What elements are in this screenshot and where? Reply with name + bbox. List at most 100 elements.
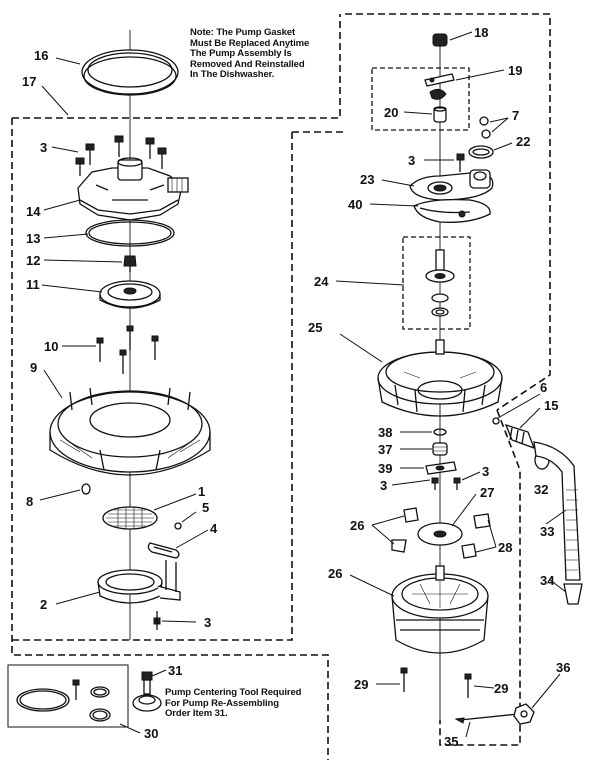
assembly-boundary-lines xyxy=(7,13,551,760)
callout-26-clips: 26 xyxy=(350,518,364,533)
part-16-pump-gasket xyxy=(81,49,179,96)
gasket-note-line-2: Must Be Replaced Anytime xyxy=(190,37,310,49)
left-assembly-outline xyxy=(11,14,341,760)
part-18-cap xyxy=(432,33,448,47)
callout-38: 38 xyxy=(378,425,392,440)
callout-1: 1 xyxy=(198,484,205,499)
callout-5: 5 xyxy=(202,500,209,515)
callout-30: 30 xyxy=(144,726,158,741)
tool-note-line-3: Order Item 31. xyxy=(165,708,228,719)
callout-20: 20 xyxy=(384,105,398,120)
callout-18: 18 xyxy=(474,25,488,40)
part-24-shaft-assembly xyxy=(425,249,455,317)
part-3-screw-bottom xyxy=(153,611,161,630)
part-8-grommet xyxy=(81,483,91,495)
kit-30-box xyxy=(7,664,129,728)
part-36-nut xyxy=(513,703,535,725)
callout-40: 40 xyxy=(348,197,362,212)
gasket-note-line-1: Note: The Pump Gasket xyxy=(190,27,296,38)
kit-24-box xyxy=(402,236,471,330)
part-11-impeller xyxy=(99,280,161,309)
callout-24: 24 xyxy=(314,274,329,289)
part-25-sump xyxy=(377,339,503,417)
callout-31: 31 xyxy=(168,663,182,678)
callout-16: 16 xyxy=(34,48,48,63)
callout-19: 19 xyxy=(508,63,522,78)
part-19-kit xyxy=(424,73,455,100)
part-22-ring xyxy=(468,145,494,159)
right-assembly-outline xyxy=(12,13,551,641)
part-12-nut xyxy=(123,255,137,272)
part-3-screws-top xyxy=(75,135,167,176)
leader-lines xyxy=(39,31,567,738)
gasket-note-line-4: Removed And Reinstalled xyxy=(190,58,305,70)
part-26-motor xyxy=(391,565,489,654)
tool-note-line-1: Pump Centering Tool Required xyxy=(165,687,302,698)
callout-11: 11 xyxy=(26,277,40,292)
callout-2: 2 xyxy=(40,597,47,612)
callout-15: 15 xyxy=(544,398,558,413)
callout-36: 36 xyxy=(556,660,570,675)
part-35-rod xyxy=(454,713,519,724)
part-1-filter-screen xyxy=(102,506,158,530)
callout-12: 12 xyxy=(26,253,40,268)
gasket-note-line-3: The Pump Assembly Is xyxy=(190,48,292,59)
kit-19-box xyxy=(371,67,470,131)
callout-3-bottom-left: 3 xyxy=(204,615,211,630)
callout-22: 22 xyxy=(516,134,530,149)
part-27-coupling xyxy=(417,522,463,546)
callout-10: 10 xyxy=(44,339,58,354)
part-10-screws xyxy=(96,325,159,374)
callout-33: 33 xyxy=(540,524,554,539)
callout-14: 14 xyxy=(26,204,41,219)
part-6-hose-connector xyxy=(492,417,500,425)
callout-6: 6 xyxy=(540,380,547,395)
tool-note-line-2: For Pump Re-Assembling xyxy=(165,697,279,709)
callout-35: 35 xyxy=(444,734,458,749)
callout-17: 17 xyxy=(22,74,36,89)
part-26-clips xyxy=(391,507,419,553)
kit-30-parts xyxy=(16,679,111,722)
callout-32: 32 xyxy=(534,482,548,497)
callout-numbers: 16 17 3 14 13 12 11 10 9 8 1 5 4 2 3 18 … xyxy=(22,25,570,749)
callout-29-right: 29 xyxy=(494,681,508,696)
part-9-pump-base-housing xyxy=(49,387,211,476)
callout-23: 23 xyxy=(360,172,374,187)
callout-26-motor: 26 xyxy=(328,566,342,581)
callout-7: 7 xyxy=(512,108,519,123)
callout-34: 34 xyxy=(540,573,555,588)
callout-13: 13 xyxy=(26,231,40,246)
callout-3-right-top: 3 xyxy=(408,153,415,168)
callout-3-top-left: 3 xyxy=(40,140,47,155)
callout-28: 28 xyxy=(498,540,512,555)
part-20-bushing xyxy=(433,106,447,123)
callout-39: 39 xyxy=(378,461,392,476)
gasket-note-line-5: In The Dishwasher. xyxy=(190,69,275,80)
callout-3-middle-left: 3 xyxy=(380,478,387,493)
part-5-ball xyxy=(174,522,182,530)
part-33-drain-hose xyxy=(533,441,581,581)
callout-29-left: 29 xyxy=(354,677,368,692)
part-23-mounting-plate xyxy=(409,169,494,201)
callout-27: 27 xyxy=(480,485,494,500)
part-38-o-ring xyxy=(433,428,447,436)
callout-8: 8 xyxy=(26,494,33,509)
part-37-seal xyxy=(432,442,448,456)
part-39-bracket xyxy=(425,461,457,475)
part-28-clips xyxy=(461,513,491,559)
callout-9: 9 xyxy=(30,360,37,375)
part-34-hose-end xyxy=(563,583,583,605)
part-4-linkage xyxy=(147,542,180,559)
part-40-plate-gasket xyxy=(413,198,491,223)
part-29-screws xyxy=(400,667,472,698)
callout-3-middle-right: 3 xyxy=(482,464,489,479)
part-15-hose-fitting xyxy=(504,423,536,450)
callout-37: 37 xyxy=(378,442,392,457)
part-13-o-ring xyxy=(85,219,175,247)
part-2-seal-housing xyxy=(97,560,181,604)
part-31-centering-tool xyxy=(132,671,162,712)
callout-25: 25 xyxy=(308,320,322,335)
callout-4: 4 xyxy=(210,521,218,536)
part-3-screws-middle xyxy=(431,477,461,490)
